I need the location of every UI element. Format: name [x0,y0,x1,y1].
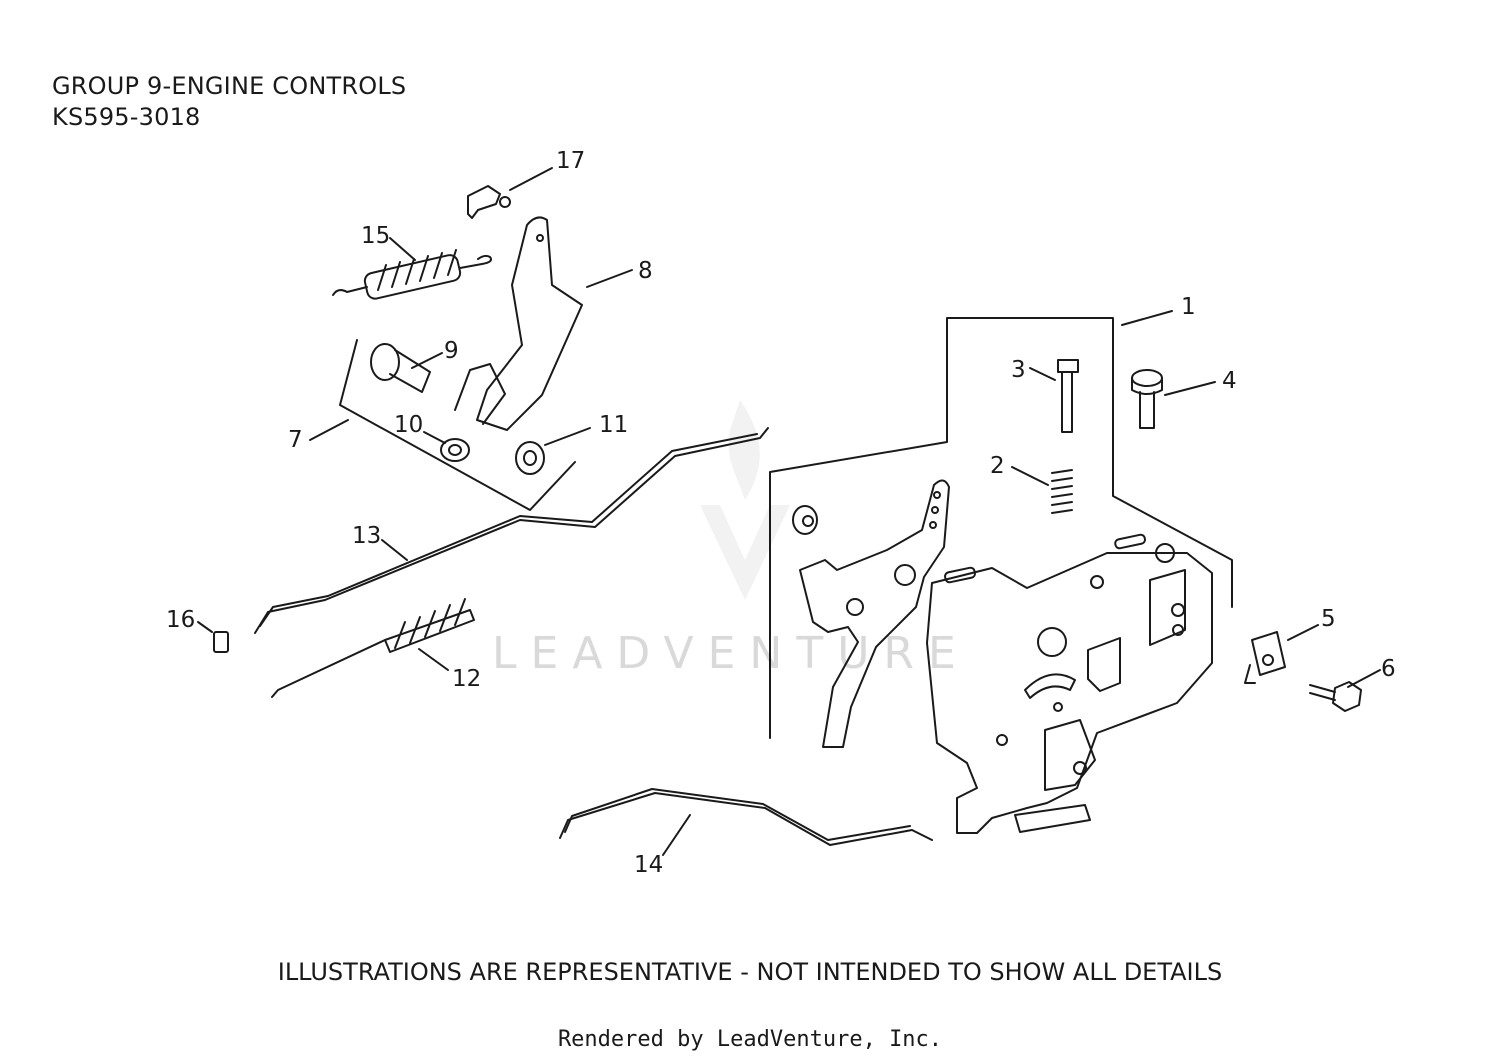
callout-2: 2 [990,453,1005,479]
choke-rod-14 [559,788,933,856]
flange-bolt-6 [1309,669,1381,712]
callout-3: 3 [1011,357,1026,383]
control-lever [792,479,950,748]
cable-clip-17 [467,167,553,219]
callout-9: 9 [444,338,459,364]
callout-5: 5 [1321,606,1336,632]
compression-spring-2 [1011,466,1073,514]
disclaimer-text: ILLUSTRATIONS ARE REPRESENTATIVE - NOT I… [277,958,1223,986]
callout-6: 6 [1381,656,1396,682]
bolt-3 [1029,359,1079,433]
throttle-rod-13 [254,427,769,634]
bushing-11 [515,427,591,475]
retainer-clip-5 [1244,624,1319,684]
callout-1: 1 [1181,294,1196,320]
callout-4: 4 [1222,368,1237,394]
model-number: KS595-3018 [52,103,201,131]
rendered-by-text: Rendered by LeadVenture, Inc. [557,1027,943,1052]
diagram-title: GROUP 9-ENGINE CONTROLS [52,72,407,100]
pivot-pin-9 [370,343,443,393]
callout-16: 16 [166,607,195,633]
watermark-text: LEADVENTURE [492,628,970,679]
callout-12: 12 [452,666,481,692]
callout-11: 11 [599,412,628,438]
callout-15: 15 [361,223,390,249]
governor-spring-12 [271,598,475,698]
control-bracket [926,533,1213,834]
callout-14: 14 [634,852,663,878]
throttle-lever-8 [454,216,633,431]
shoulder-bolt-4 [1131,369,1216,429]
washer-10 [423,431,470,462]
callout-13: 13 [352,523,381,549]
callout-17: 17 [556,148,585,174]
callout-7: 7 [288,427,303,453]
watermark-logo [700,400,790,600]
callout-10: 10 [394,412,423,438]
callout-8: 8 [638,258,653,284]
group-bracket-1 [769,310,1233,739]
extension-spring-15 [332,237,492,300]
fastener-16 [197,621,229,653]
group-bracket-7 [309,339,576,511]
